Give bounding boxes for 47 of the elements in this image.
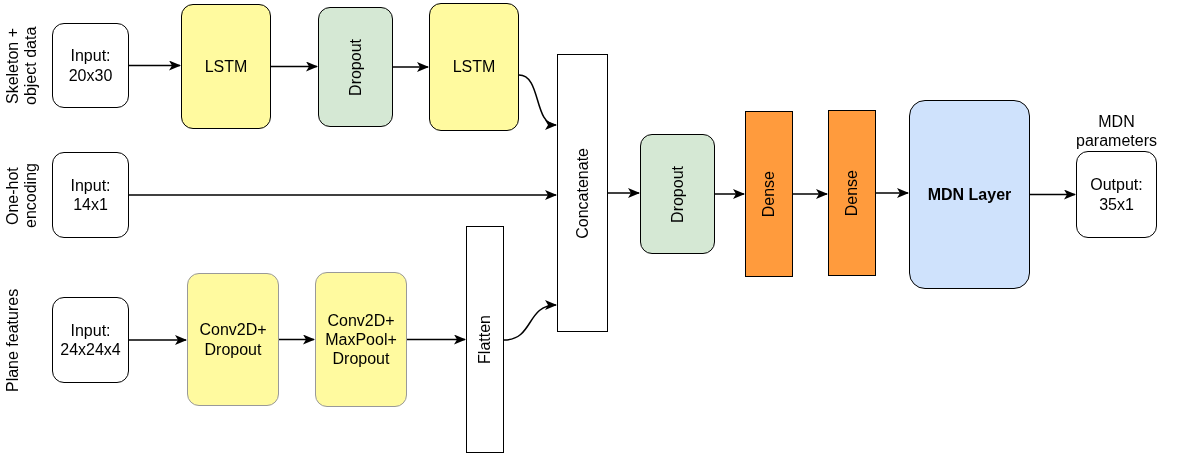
- arrow: [406, 334, 466, 345]
- arrow: [128, 60, 181, 71]
- node-label: LSTM: [204, 56, 248, 77]
- node-label: Concatenate: [572, 147, 592, 239]
- node-label: Dropout: [667, 165, 687, 223]
- node-label: Input: 14x1: [69, 175, 112, 215]
- layer-box: [909, 100, 1030, 289]
- node-label: LSTM: [452, 57, 496, 77]
- layer-box: [181, 4, 271, 129]
- arrow: [270, 61, 318, 72]
- arrow: [792, 189, 828, 199]
- arrow: [875, 188, 909, 198]
- node-label: Conv2D+ Dropout: [198, 320, 268, 359]
- input-caption: Skeleton + object data: [4, 25, 41, 108]
- input-caption: One-hot encoding: [4, 162, 41, 231]
- node-heading: MDN parameters: [1075, 111, 1158, 150]
- arrow: [503, 301, 557, 341]
- layer-box: [466, 226, 504, 453]
- arrow: [278, 334, 315, 345]
- arrow: [392, 62, 429, 72]
- arrow: [518, 74, 557, 128]
- node-label: Dense: [759, 170, 779, 218]
- node-label: Flatten: [475, 315, 495, 364]
- arrow: [607, 188, 640, 198]
- dropout-box: [318, 7, 393, 127]
- node-label: Input: 24x24x4: [59, 320, 122, 360]
- input-box: [52, 297, 129, 383]
- node-label: Input: 20x30: [67, 46, 114, 85]
- node-label: Conv2D+ MaxPool+ Dropout: [324, 310, 398, 369]
- node-label: Output: 35x1: [1089, 175, 1144, 214]
- dense-box: [828, 110, 876, 276]
- layer-box: [187, 273, 279, 406]
- layer-box: [315, 272, 407, 407]
- node-label: Dense: [842, 169, 862, 217]
- node-label: Dropout: [345, 38, 365, 96]
- arrow: [128, 190, 557, 200]
- dropout-box: [640, 134, 715, 254]
- dense-box: [745, 111, 793, 277]
- input-box: [52, 152, 129, 238]
- node-label: MDN Layer: [927, 184, 1012, 205]
- layer-box: [557, 54, 608, 332]
- input-box: [52, 23, 129, 108]
- input-caption: Plane features: [4, 287, 22, 394]
- arrow: [714, 189, 745, 199]
- arrow: [128, 335, 187, 345]
- layer-box: [429, 3, 519, 131]
- arrow: [1029, 189, 1076, 200]
